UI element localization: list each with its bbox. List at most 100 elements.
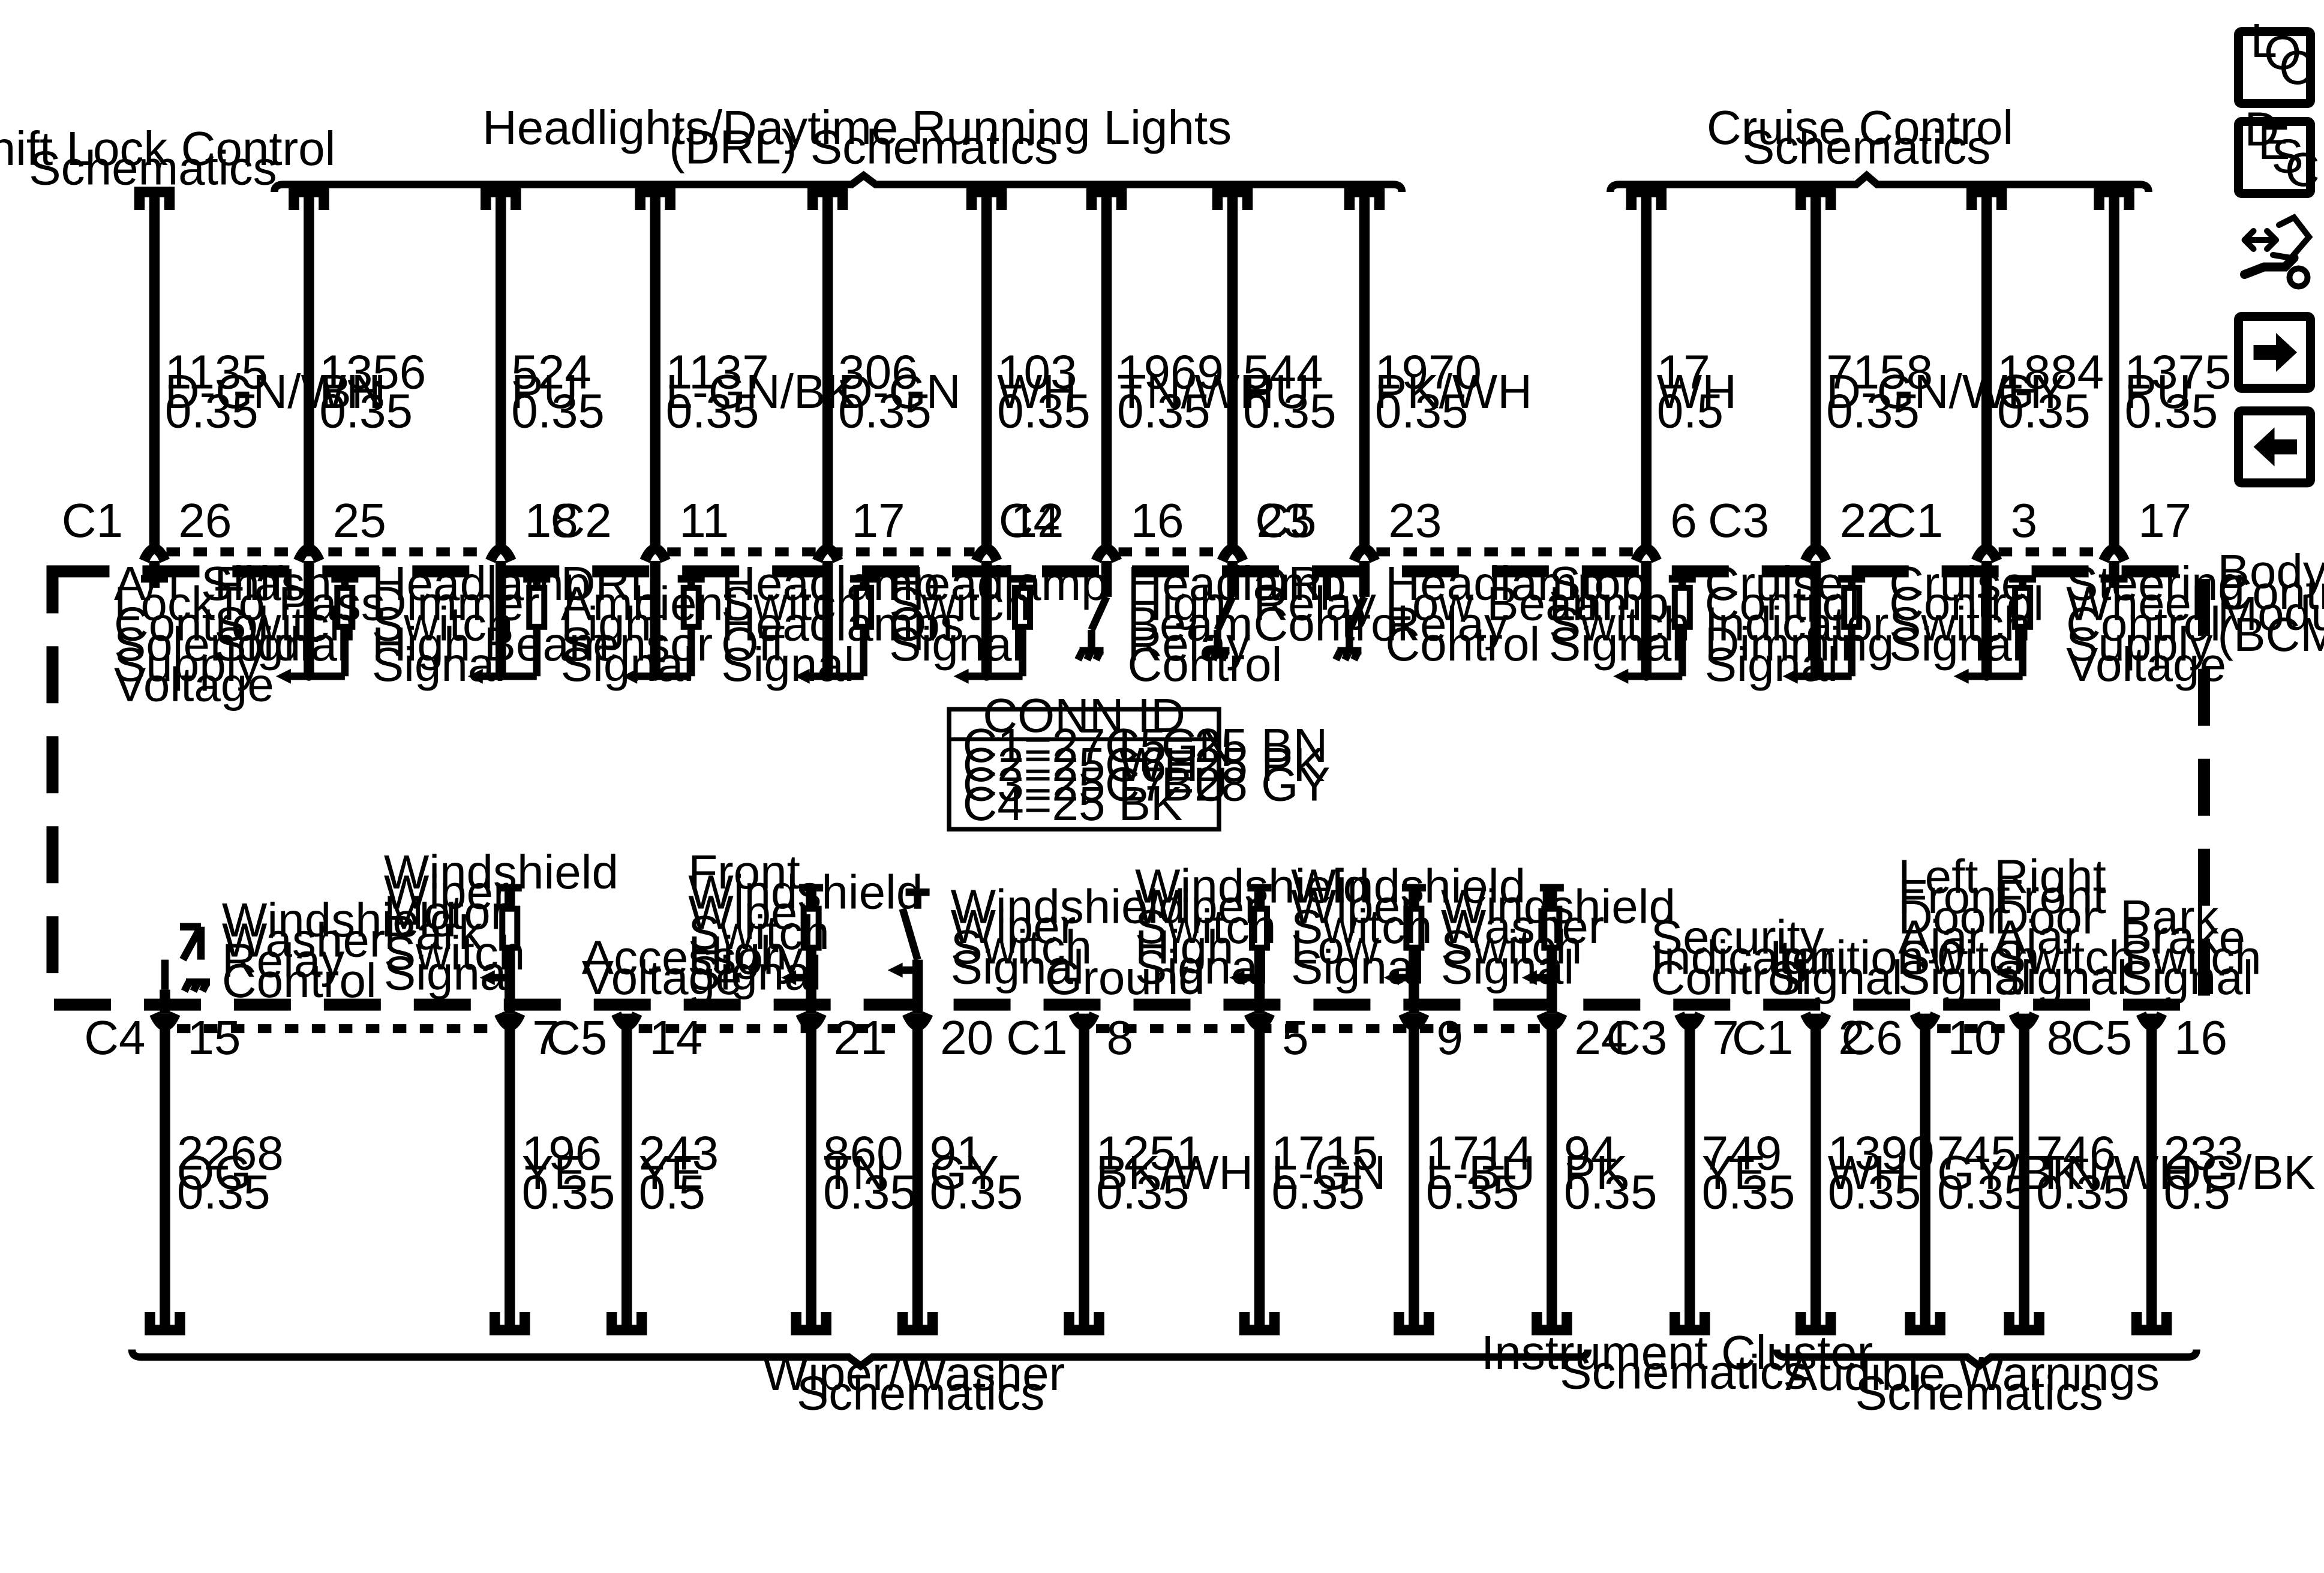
circuit-label: 524PU0.35 xyxy=(511,345,605,437)
pin-number: 17 xyxy=(852,494,905,547)
audible-group-brace xyxy=(1773,1349,2200,1371)
circuit-label: 196YE0.35 xyxy=(522,1127,615,1219)
circuit-label: 860TN0.35 xyxy=(823,1127,917,1219)
pin-number: 9 xyxy=(1436,1011,1463,1064)
top-group-label: Shift Lock Control Schematics xyxy=(0,122,349,194)
module-label: Body Control Module (BCM) xyxy=(2218,545,2324,661)
function-label: SecurityIndicatorControl xyxy=(1651,911,1835,1004)
circuit-label: 1390WH0.35 xyxy=(1828,1127,1935,1219)
conn-id-title: CONN ID xyxy=(983,689,1185,742)
svg-text:D: D xyxy=(2245,103,2280,156)
connector-id: C4 xyxy=(999,494,1060,547)
function-label: WindshieldWiperSwitchLowSignal xyxy=(1291,860,1526,994)
connector-id: C5 xyxy=(1255,494,1316,547)
circuit-label: 94PK0.35 xyxy=(1564,1127,1658,1219)
bottom-pin-12: 745GY/BK0.35 C6 10 LeftFrontDoorAjarSwitchS… xyxy=(1841,849,2084,1335)
top-pin-5: 306D-GN0.3517HeadlampSwitchHeadlampsOffS… xyxy=(721,187,964,691)
pin-number: 26 xyxy=(178,494,232,547)
function-label: HeadlampSwitchHeadlampsOffSignal xyxy=(721,557,964,691)
connector-id: C1 xyxy=(62,494,123,547)
function-label: CruiseControlSwitchSignal xyxy=(1889,557,2044,671)
function-label: WindshieldWiperSwitchHighSignal xyxy=(1135,860,1370,994)
bottom-pin-2: 196YE0.357WindshieldWiperMotorParkSwitch… xyxy=(384,845,618,1335)
conn-id-col1: C1=27 L-GN C2=25 WH C3=25 L-BU C4=25 BK xyxy=(963,719,1247,830)
bottom-pin-7: 1715L-GN0.355WindshieldWiperSwitchHighSi… xyxy=(1135,860,1386,1335)
function-label: FlashTo PassSwitchSignal xyxy=(214,557,385,671)
connector-id: C3 xyxy=(1708,494,1769,547)
desc-button[interactable]: D E S C xyxy=(2234,103,2320,199)
pin-number: 23 xyxy=(1388,494,1442,547)
circuit-label: 2268OG0.35 xyxy=(177,1127,284,1219)
pin-number: 15 xyxy=(187,1011,241,1064)
circuit-label: 745GY/BK0.35 xyxy=(1937,1127,2083,1219)
loc-button[interactable]: L O C xyxy=(2234,14,2316,109)
pin-number: 21 xyxy=(834,1011,887,1064)
pin-number: 16 xyxy=(2174,1011,2227,1064)
connector-wrench-icon xyxy=(2240,214,2313,290)
svg-text:C: C xyxy=(2279,41,2314,94)
arrow-right-icon xyxy=(2253,332,2298,372)
conn-id-col2: C5=25 BN C6=25 PK C7=28 GY xyxy=(1105,719,1341,811)
svg-text:S: S xyxy=(2272,130,2304,183)
circuit-label: 233OG/BK0.5 xyxy=(2164,1127,2316,1219)
bottom-pin-8: 1714L-BU0.35 9 WindshieldWiperSwitchLowSig… xyxy=(1291,860,1535,1335)
pin-number: 11 xyxy=(679,494,729,547)
connector-view-button[interactable] xyxy=(2240,214,2313,290)
function-label: FrontWindshieldWiperSwitchHighSignal xyxy=(688,845,923,1000)
function-label: HeadlampSwitchOnSignal xyxy=(889,557,1108,671)
wiper-group-brace xyxy=(128,1349,1592,1371)
svg-text:C: C xyxy=(2285,143,2320,196)
svg-text:L: L xyxy=(2251,14,2277,67)
pin-number: 25 xyxy=(333,494,386,547)
function-label: WindshieldWasherRelayControl xyxy=(222,893,457,1007)
function-label: AccessoryVoltage xyxy=(582,930,803,1004)
arrow-left-icon xyxy=(2253,427,2298,467)
circuit-label: 1375PU0.35 xyxy=(2125,345,2232,437)
previous-page-button[interactable] xyxy=(2234,406,2316,488)
connector-id: C1 xyxy=(1882,494,1943,547)
top-group-label: Headlights/Daytime Running Lights (DRL) … xyxy=(482,101,1245,173)
pin-number: 16 xyxy=(1131,494,1184,547)
function-label: WindshieldWiperMotorParkSwitchSignal xyxy=(384,845,618,1000)
connector-id: C6 xyxy=(1841,1011,1902,1064)
svg-text:E: E xyxy=(2258,116,2290,169)
connector-id: C5 xyxy=(546,1011,607,1064)
function-label: LeftFrontDoorAjarSwitchSignal xyxy=(1898,849,2040,1004)
bottom-pin-13: 746TN/WH0.358RightFrontDoorAjarSwitchSig… xyxy=(1994,849,2193,1335)
pin-number: 2 xyxy=(1838,1011,1864,1064)
headlights-group-brace xyxy=(271,170,1406,193)
next-page-button[interactable] xyxy=(2234,311,2316,393)
bottom-group-label: Wiper/Washer Schematics xyxy=(763,1347,1079,1419)
circuit-label: 243YE0.5 xyxy=(639,1127,719,1219)
connector-id: C1 xyxy=(1732,1011,1793,1064)
pin-number: 23 xyxy=(1256,494,1310,547)
function-label: RightFrontDoorAjarSwitchSignal xyxy=(1994,849,2136,1004)
circuit-label: 1714L-BU0.35 xyxy=(1426,1127,1535,1219)
connector-id: C3 xyxy=(1606,1011,1667,1064)
pin-number: 5 xyxy=(1282,1011,1308,1064)
pin-number: 8 xyxy=(1107,1011,1133,1064)
circuit-label: 1135D-GN/WH0.35 xyxy=(165,345,381,437)
pin-number: 8 xyxy=(2047,1011,2073,1064)
pin-number: 7 xyxy=(1712,1011,1739,1064)
circuit-label: 17WH0.5 xyxy=(1657,345,1737,437)
pin-number: 10 xyxy=(1948,1011,2001,1064)
circuit-label: 7158D-GN/WH0.35 xyxy=(1826,345,2042,437)
function-label: A/T ShiftLockControlSolenoidSupplyVoltag… xyxy=(114,557,301,712)
